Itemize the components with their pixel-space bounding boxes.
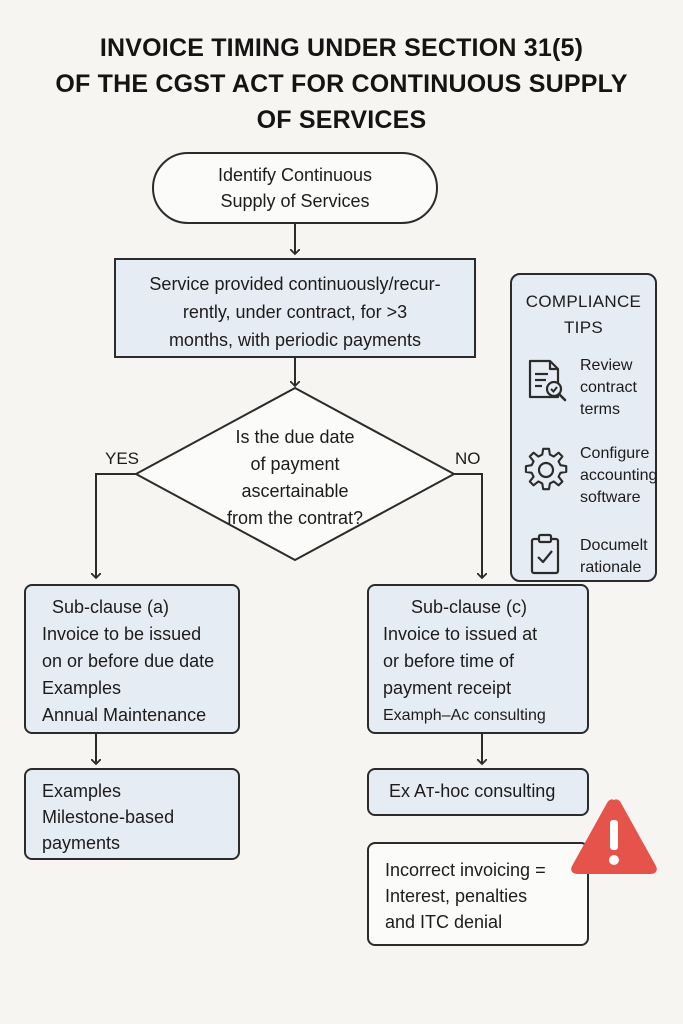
start-line-2: Supply of Services (220, 191, 370, 211)
sub-c-line-3: payment receipt (383, 678, 512, 698)
gear-icon (524, 447, 568, 491)
warning-line-1: Incorrect invoicing = (385, 860, 546, 880)
arrow-yes-branch (96, 473, 136, 578)
decision-line-1: Is the due date (235, 427, 355, 447)
sub-a-line-3: Examples (42, 678, 122, 698)
sub-c-heading: Sub-clause (c) (411, 597, 528, 617)
tip-review-line-3: terms (580, 401, 620, 418)
decision-line-2: of payment (250, 454, 340, 474)
condition-box: Service provided continuously/recur- ren… (114, 258, 476, 358)
yes-label: YES (105, 449, 140, 468)
tip-review-line-2: contract (580, 379, 637, 396)
condition-line-2: rently, under contract, for >3 (182, 302, 408, 322)
tips-title: COMPLIANCE TIPS (512, 289, 655, 341)
tip-configure-text: Configure accounting software (580, 443, 657, 509)
tip-document-line-1: Documelt (580, 537, 648, 554)
sub-a-line-4: Annual Maintenance (42, 705, 207, 725)
start-line-1: Identify Continuous (217, 165, 373, 185)
decision-question: Is the due date of payment ascertainable… (200, 424, 390, 532)
tips-title-line-1: COMPLIANCE (525, 292, 642, 311)
start-node: Identify Continuous Supply of Services (152, 152, 438, 224)
sub-a-line-1: Invoice to be issued (42, 624, 202, 644)
examples-a-box: Examples Milestone-based payments (24, 768, 240, 860)
document-search-icon (528, 359, 567, 402)
sub-c-line-4: Examph–Ac consulting (383, 707, 546, 724)
examples-a-line-1: Examples (42, 781, 122, 801)
sub-clause-a-box: Sub-clause (a) Invoice to be issued on o… (24, 584, 240, 734)
title-line-3: OF SERVICES (256, 106, 427, 134)
tip-review-line-1: Review (580, 357, 633, 374)
warning-line-3: and ITC denial (385, 912, 503, 932)
sub-c-line-2: or before time of (383, 651, 515, 671)
clipboard-check-icon (530, 533, 560, 575)
sub-clause-c-box: Sub-clause (c) Invoice to issued at or b… (367, 584, 589, 734)
warning-box (367, 842, 589, 946)
decision-diamond (133, 386, 457, 562)
page-title: INVOICE TIMING UNDER SECTION 31(5) OF TH… (0, 30, 683, 138)
examples-c-box: Ex Aᴛ-hoc consulting (367, 768, 589, 816)
tip-document-text: Documelt rationale (580, 535, 648, 579)
examples-a-line-2: Milestone-based (42, 807, 175, 827)
warning-line-2: Interest, penalties (385, 886, 528, 906)
decision-line-4: from the contrat? (226, 508, 364, 528)
condition-line-3: months, with periodic payments (168, 330, 422, 350)
tip-configure-line-1: Configure (580, 445, 650, 462)
decision-line-3: ascertainable (241, 481, 349, 501)
tip-configure-line-2: accounting (580, 467, 658, 484)
warning-triangle-icon (571, 799, 657, 874)
warning-text: Incorrect invoicing = Interest, penaltie… (385, 857, 546, 935)
condition-line-1: Service provided continuously/recur- (149, 274, 441, 294)
sub-c-line-1: Invoice to issued at (383, 624, 538, 644)
title-line-2: OF THE CGST ACT FOR CONTINUOUS SUPPLY (55, 70, 628, 98)
tips-title-line-2: TIPS (564, 318, 603, 337)
sub-a-heading: Sub-clause (a) (52, 597, 170, 617)
examples-c-line-1: Ex Aᴛ-hoc consulting (389, 781, 556, 801)
sub-a-line-2: on or before due date (42, 651, 215, 671)
examples-a-line-3: payments (42, 833, 121, 853)
title-line-1: INVOICE TIMING UNDER SECTION 31(5) (99, 34, 584, 62)
tip-review-text: Review contract terms (580, 355, 637, 421)
tip-document-line-2: rationale (580, 559, 642, 576)
arrow-no-branch (454, 473, 482, 578)
tip-configure-line-3: software (580, 489, 641, 506)
compliance-tips-panel: COMPLIANCE TIPS Review contract terms (510, 273, 657, 582)
no-label: NO (455, 449, 481, 468)
